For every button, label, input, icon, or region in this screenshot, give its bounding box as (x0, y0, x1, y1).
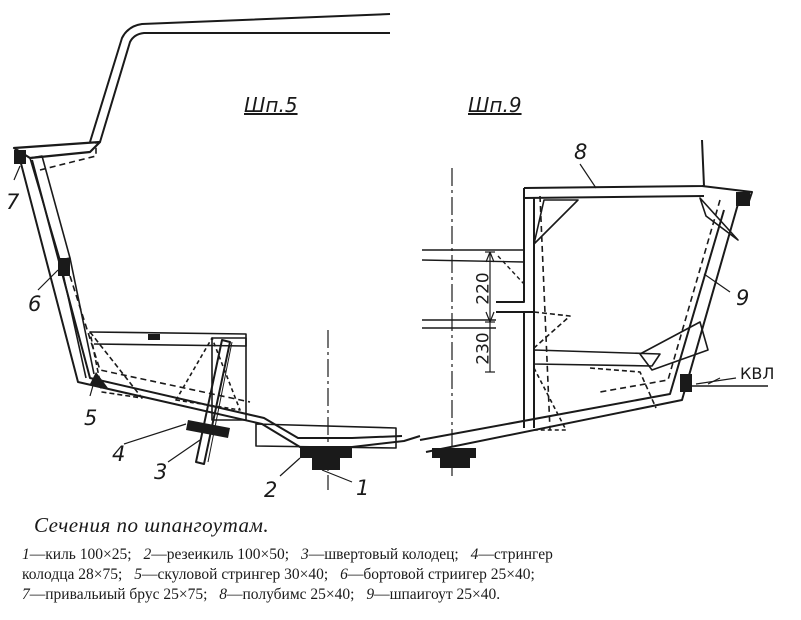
legend-item: 5—скуловой стрингер 30×40; (134, 566, 329, 583)
figure-caption-title: Сечения по шпангоутам. (34, 513, 270, 537)
legend-item: 6—бортовой стриигер 25×40; (340, 566, 535, 583)
frame-9-internal (533, 195, 739, 431)
callout-5: 5 (84, 406, 98, 430)
callout-6: 6 (28, 292, 42, 316)
legend-line-1: 1—киль 100×25; 2—резеикиль 100×50; 3—шве… (22, 545, 792, 565)
frame-9-outline (419, 139, 753, 468)
legend-item: 2—резеикиль 100×50; (143, 546, 290, 563)
callout-2: 2 (264, 478, 278, 502)
callout-9: 9 (736, 286, 750, 310)
frame-5-internal (29, 142, 397, 470)
callout-1: 1 (356, 476, 370, 500)
callout-7: 7 (6, 190, 20, 214)
legend-item: 3—швертовый колодец; (300, 546, 459, 563)
callout-3: 3 (154, 460, 168, 484)
section-title-frame-5: Шп.5 (244, 93, 298, 117)
dimension-label-230: 230 (473, 332, 494, 365)
legend-item: 1—киль 100×25; (22, 546, 132, 563)
legend-line-2: колодца 28×75; 5—скуловой стрингер 30×40… (22, 565, 792, 585)
callout-8: 8 (574, 140, 588, 164)
legend-item: колодца 28×75; (22, 566, 123, 583)
callout-leaders (13, 163, 737, 483)
dimension-lines (485, 251, 495, 373)
frame-5-outline (12, 13, 421, 448)
callout-4: 4 (112, 442, 126, 466)
frame-sections-drawing (12, 13, 768, 490)
legend-item: 7—привальиый брус 25×75; (22, 586, 208, 603)
legend-item: 9—шпаигоут 25×40. (366, 586, 501, 603)
legend-item: 4—стрингер (470, 546, 553, 563)
section-title-frame-9: Шп.9 (468, 93, 522, 117)
dimension-label-220: 220 (473, 272, 494, 305)
figure-legend: 1—киль 100×25; 2—резеикиль 100×50; 3—шве… (22, 545, 792, 605)
frame-9-deck-lines (421, 249, 525, 329)
legend-item: 8—полубимс 25×40; (219, 586, 355, 603)
waterline-label: КВЛ (740, 364, 775, 383)
legend-line-3: 7—привальиый брус 25×75; 8—полубимс 25×4… (22, 585, 792, 605)
